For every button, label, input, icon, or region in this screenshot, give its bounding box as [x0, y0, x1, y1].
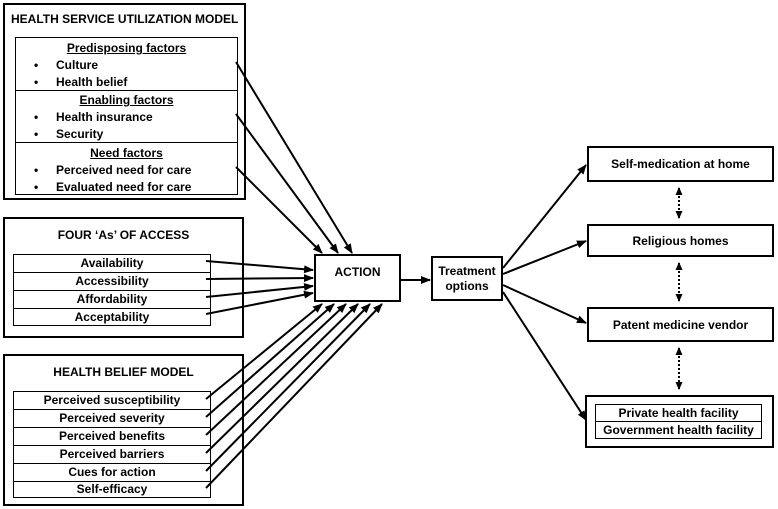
hsum-title: HEALTH SERVICE UTILIZATION MODEL	[11, 12, 239, 26]
bullet: •	[34, 127, 39, 141]
arrow-accessibility-to-action	[205, 274, 314, 283]
hbm-item-barriers: Perceived barriers	[14, 446, 210, 464]
option-self-medication-label: Self-medication at home	[611, 157, 750, 171]
treatment-label-line1: Treatment	[438, 264, 496, 278]
access-item-acceptability: Acceptability	[74, 310, 150, 324]
bullet: •	[34, 75, 39, 89]
enabling-item-health-insurance: Health insurance	[56, 110, 153, 124]
arrow-treatment-to-facility	[502, 291, 587, 421]
arrow-enabling-to-action	[235, 113, 339, 254]
hbm-item-benefits: Perceived benefits	[14, 428, 210, 446]
arrow-affordability-to-action	[205, 282, 314, 298]
access-item-accessibility: Accessibility	[14, 273, 210, 291]
arrow-benefits-to-action	[205, 303, 347, 436]
hbm-box: HEALTH BELIEF MODEL Perceived susceptibi…	[3, 354, 244, 506]
hbm-list: Perceived susceptibility Perceived sever…	[13, 391, 211, 498]
need-item-perceived: Perceived need for care	[56, 163, 192, 177]
enabling-heading: Enabling factors	[79, 93, 174, 107]
arrow-susceptibility-to-action	[205, 303, 323, 400]
hbm-item-severity: Perceived severity	[14, 410, 210, 428]
arrow-availability-to-action	[205, 260, 314, 274]
arrow-treatment-to-patent	[502, 284, 587, 324]
facility-government: Government health facility	[603, 423, 754, 437]
predisposing-item-health-belief: Health belief	[56, 75, 128, 89]
option-patent-medicine: Patent medicine vendor	[587, 307, 774, 342]
option-self-medication: Self-medication at home	[587, 146, 774, 182]
arrow-cues-to-action	[205, 303, 371, 472]
arrow-self-efficacy-to-action	[205, 303, 383, 489]
hsum-inner-box: Predisposing factors • Culture • Health …	[15, 37, 238, 195]
option-religious-homes: Religious homes	[587, 224, 774, 257]
option-religious-homes-label: Religious homes	[632, 234, 729, 248]
predisposing-heading: Predisposing factors	[66, 41, 187, 55]
action-label: ACTION	[334, 265, 381, 279]
access-item-affordability: Affordability	[14, 291, 210, 309]
treatment-box: Treatment options	[431, 256, 503, 301]
access-item-availability: Availability	[14, 255, 210, 273]
facility-private: Private health facility	[596, 405, 761, 422]
need-heading: Need factors	[90, 146, 163, 160]
facility-list: Private health facility Government healt…	[595, 404, 762, 439]
need-item-evaluated: Evaluated need for care	[56, 180, 192, 194]
predisposing-section: Predisposing factors • Culture • Health …	[16, 38, 237, 91]
arrow-barriers-to-action	[205, 303, 359, 454]
enabling-section: Enabling factors • Health insurance • Se…	[16, 90, 237, 143]
option-patent-medicine-label: Patent medicine vendor	[612, 318, 749, 332]
option-health-facility: Private health facility Government healt…	[585, 395, 774, 448]
hbm-title: HEALTH BELIEF MODEL	[53, 365, 194, 379]
bullet: •	[34, 180, 39, 194]
hbm-item-susceptibility: Perceived susceptibility	[14, 392, 210, 410]
arrow-treatment-to-religious	[502, 240, 587, 275]
bullet: •	[34, 58, 39, 72]
enabling-item-security: Security	[56, 127, 104, 141]
treatment-label-line2: options	[445, 279, 489, 293]
arrow-need-to-action	[235, 166, 323, 254]
bullet: •	[34, 110, 39, 124]
hbm-item-self-efficacy: Self-efficacy	[76, 482, 148, 496]
access-title: FOUR ‘As’ OF ACCESS	[57, 228, 190, 242]
hbm-item-cues: Cues for action	[14, 464, 210, 482]
access-box: FOUR ‘As’ OF ACCESS Availability Accessi…	[3, 217, 244, 338]
bullet: •	[34, 163, 39, 177]
action-box: ACTION	[314, 254, 401, 302]
arrow-treatment-to-self-medication	[502, 164, 587, 269]
hsum-box: HEALTH SERVICE UTILIZATION MODEL Predisp…	[3, 3, 246, 200]
access-list: Availability Accessibility Affordability…	[13, 254, 211, 326]
need-section: Need factors • Perceived need for care •…	[16, 143, 237, 194]
predisposing-item-culture: Culture	[56, 58, 98, 72]
arrow-predisposing-to-action	[235, 61, 353, 254]
arrow-severity-to-action	[205, 303, 335, 418]
arrow-acceptability-to-action	[205, 290, 314, 315]
